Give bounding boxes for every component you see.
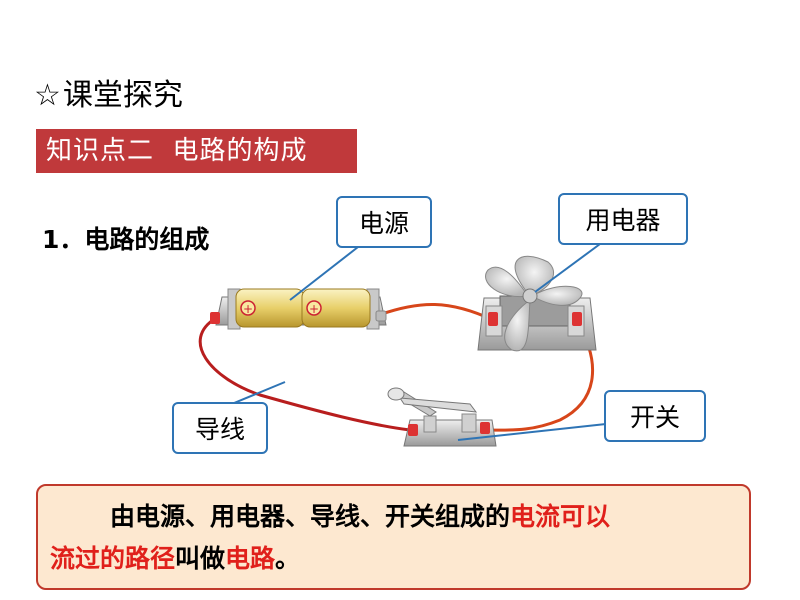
callout-switch: 开关 bbox=[604, 390, 706, 442]
callout-wire: 导线 bbox=[172, 402, 268, 454]
wire-battery-to-switch bbox=[198, 316, 411, 432]
switch-blade bbox=[399, 397, 478, 413]
wire-appliance-to-switch bbox=[485, 321, 595, 432]
switch-handle bbox=[387, 387, 405, 401]
callout-appliance: 用电器 bbox=[558, 193, 688, 245]
page-title-text: 课堂探究 bbox=[62, 78, 183, 113]
fan-blade-left bbox=[485, 266, 529, 298]
definition-highlight-2: 流过的路径 bbox=[50, 544, 176, 573]
fan-terminal-left bbox=[488, 312, 498, 326]
definition-text-1: 由电源、用电器、导线、开关组成的 bbox=[110, 502, 511, 531]
fan-blade-right bbox=[530, 285, 583, 306]
switch-terminal-left bbox=[408, 424, 418, 436]
battery-cell-2 bbox=[301, 288, 371, 328]
battery-terminal-right bbox=[375, 310, 387, 322]
svg-text:+: + bbox=[243, 302, 253, 316]
battery-holder: + + bbox=[210, 288, 387, 330]
svg-text:+: + bbox=[309, 302, 319, 316]
wire-battery-to-appliance bbox=[375, 303, 494, 322]
page-title: ☆课堂探究 bbox=[34, 76, 183, 116]
definition-line-2: 流过的路径叫做电路。 bbox=[50, 538, 737, 580]
topic-banner: 知识点二 电路的构成 bbox=[36, 129, 357, 173]
callout-power: 电源 bbox=[336, 196, 432, 248]
wires bbox=[198, 303, 595, 432]
fan-terminal-right bbox=[572, 312, 582, 326]
definition-highlight-3: 电路 bbox=[225, 544, 276, 573]
battery-terminal-left bbox=[210, 312, 220, 324]
definition-text-2: 叫做 bbox=[175, 544, 226, 573]
star-icon: ☆ bbox=[34, 78, 61, 113]
knife-switch bbox=[387, 387, 497, 447]
section-heading: 1．电路的组成 bbox=[42, 225, 210, 254]
definition-text-3: 。 bbox=[275, 544, 301, 573]
definition-highlight-1: 电流可以 bbox=[510, 502, 611, 531]
fan-blade-bottom bbox=[504, 298, 531, 352]
definition-box: 由电源、用电器、导线、开关组成的电流可以 流过的路径叫做电路。 bbox=[36, 484, 751, 590]
switch-terminal-right bbox=[480, 422, 490, 434]
definition-line-1: 由电源、用电器、导线、开关组成的电流可以 bbox=[50, 496, 737, 538]
fan-appliance bbox=[477, 255, 597, 352]
